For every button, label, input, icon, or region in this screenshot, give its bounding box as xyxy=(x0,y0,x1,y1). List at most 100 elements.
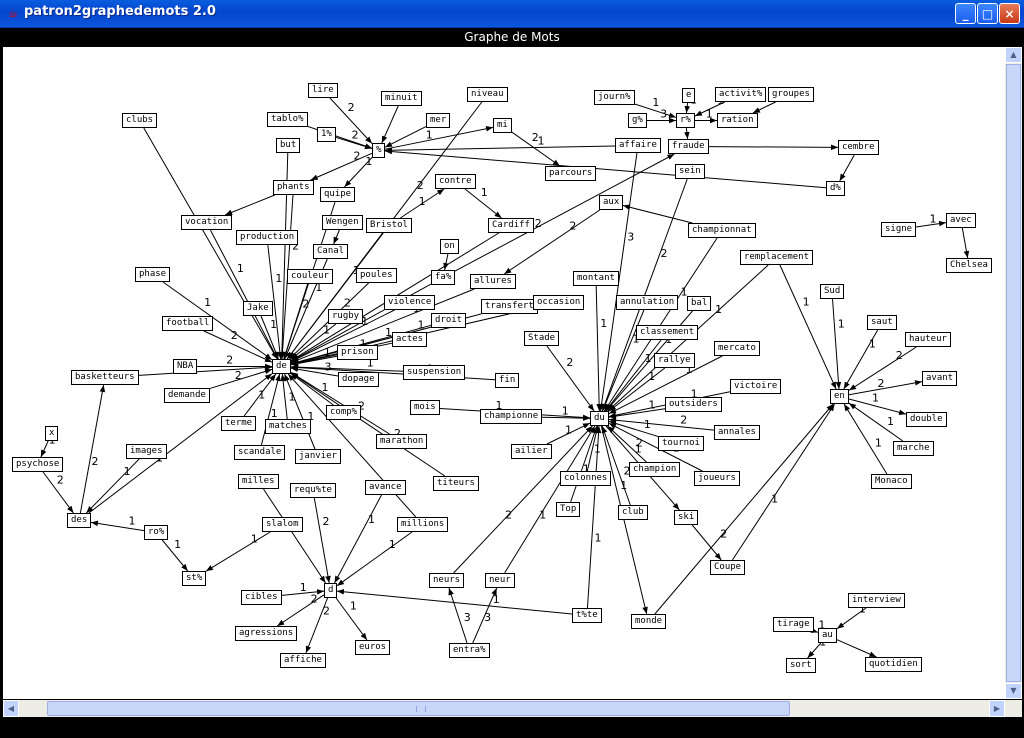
graph-node-pct[interactable]: % xyxy=(372,143,386,158)
graph-node-mer[interactable]: mer xyxy=(426,113,451,128)
graph-node-cardiff[interactable]: Cardiff xyxy=(488,218,534,233)
graph-node-journ[interactable]: journ% xyxy=(594,90,635,105)
graph-node-roi[interactable]: ro% xyxy=(144,525,169,540)
graph-node-transfert[interactable]: transfert xyxy=(481,299,538,314)
graph-node-quotidien[interactable]: quotidien xyxy=(865,657,922,672)
graph-node-basketteurs[interactable]: basketteurs xyxy=(71,370,139,385)
graph-node-scandale[interactable]: scandale xyxy=(234,445,286,460)
graph-node-neurs[interactable]: neurs xyxy=(429,573,465,588)
graph-node-clubs[interactable]: clubs xyxy=(122,113,158,128)
graph-node-titeurs[interactable]: titeurs xyxy=(433,476,479,491)
graph-node-violence[interactable]: violence xyxy=(384,295,436,310)
graph-node-poules[interactable]: poules xyxy=(356,268,397,283)
graph-node-compe[interactable]: comp% xyxy=(326,405,362,420)
graph-node-droit[interactable]: droit xyxy=(431,313,467,328)
graph-node-rugby[interactable]: rugby xyxy=(328,309,364,324)
graph-node-champion[interactable]: champion xyxy=(629,462,681,477)
graph-node-jake[interactable]: Jake xyxy=(243,301,273,316)
graph-node-en[interactable]: en xyxy=(830,389,849,404)
graph-node-tirage[interactable]: tirage xyxy=(773,617,814,632)
graph-node-victoire[interactable]: victoire xyxy=(730,379,782,394)
graph-node-joueurs[interactable]: joueurs xyxy=(694,471,740,486)
graph-node-dpct[interactable]: d% xyxy=(826,181,845,196)
graph-node-niveau[interactable]: niveau xyxy=(467,87,508,102)
graph-node-interview[interactable]: interview xyxy=(848,593,905,608)
graph-node-e[interactable]: e xyxy=(682,88,696,103)
scroll-left-button[interactable]: ◀ xyxy=(3,700,19,717)
graph-node-championnat[interactable]: championnat xyxy=(688,223,756,238)
graph-node-des[interactable]: des xyxy=(67,513,92,528)
graph-node-colonnes[interactable]: colonnes xyxy=(560,471,612,486)
graph-node-tete[interactable]: t%te xyxy=(572,608,602,623)
graph-node-phase[interactable]: phase xyxy=(135,267,171,282)
graph-node-actes[interactable]: actes xyxy=(392,332,428,347)
graph-node-bal[interactable]: bal xyxy=(687,296,712,311)
graph-node-top[interactable]: Top xyxy=(556,502,581,517)
graph-node-allures[interactable]: allures xyxy=(470,274,516,289)
minimize-button[interactable]: _ xyxy=(955,3,976,24)
graph-node-au[interactable]: au xyxy=(818,628,837,643)
graph-node-avec[interactable]: avec xyxy=(946,213,976,228)
graph-node-avance[interactable]: avance xyxy=(365,480,406,495)
graph-node-du[interactable]: du xyxy=(590,411,609,426)
graph-node-marathon[interactable]: marathon xyxy=(376,434,428,449)
graph-node-ailier[interactable]: ailier xyxy=(511,444,552,459)
graph-node-1pct[interactable]: 1% xyxy=(317,127,336,142)
graph-node-activit[interactable]: activit% xyxy=(715,87,767,102)
graph-node-vocation[interactable]: vocation xyxy=(181,215,233,230)
graph-node-requete[interactable]: requ%te xyxy=(290,483,336,498)
graph-node-contre[interactable]: contre xyxy=(435,174,476,189)
graph-node-annales[interactable]: annales xyxy=(714,425,760,440)
close-button[interactable]: × xyxy=(999,3,1020,24)
graph-node-monaco[interactable]: Monaco xyxy=(871,474,912,489)
graph-node-tablo[interactable]: tablo% xyxy=(267,112,308,127)
graph-node-mi[interactable]: mi xyxy=(493,118,512,133)
graph-node-x[interactable]: x xyxy=(45,426,59,441)
graph-node-fraude[interactable]: fraude xyxy=(668,139,709,154)
graph-node-phants[interactable]: phants xyxy=(273,180,314,195)
graph-node-club[interactable]: club xyxy=(618,505,648,520)
graph-node-demande[interactable]: demande xyxy=(164,388,210,403)
graph-node-aux[interactable]: aux xyxy=(599,195,624,210)
graph-node-psychose[interactable]: psychose xyxy=(12,457,64,472)
graph-node-championne[interactable]: championne xyxy=(480,409,543,424)
graph-node-bristol[interactable]: Bristol xyxy=(366,218,412,233)
graph-node-tournoi[interactable]: tournoi xyxy=(658,436,704,451)
graph-node-production[interactable]: production xyxy=(236,230,299,245)
graph-node-dopage[interactable]: dopage xyxy=(338,372,379,387)
graph-node-coupe[interactable]: Coupe xyxy=(710,560,746,575)
graph-node-canal[interactable]: Canal xyxy=(313,244,349,259)
graph-node-double[interactable]: double xyxy=(906,412,947,427)
graph-node-stade[interactable]: Stade xyxy=(524,331,560,346)
graph-node-neur[interactable]: neur xyxy=(485,573,515,588)
graph-node-lire[interactable]: lire xyxy=(308,83,338,98)
scroll-down-button[interactable]: ▼ xyxy=(1005,683,1022,699)
graph-node-mois[interactable]: mois xyxy=(410,400,440,415)
graph-node-annulation[interactable]: annulation xyxy=(616,295,679,310)
graph-node-nba[interactable]: NBA xyxy=(173,359,198,374)
graph-node-agressions[interactable]: agressions xyxy=(235,626,298,641)
graph-node-wengen[interactable]: Wengen xyxy=(322,215,363,230)
graph-node-chelsea[interactable]: Chelsea xyxy=(946,258,992,273)
vertical-scrollbar[interactable]: ▲ ▼ xyxy=(1005,47,1022,699)
graph-node-de[interactable]: de xyxy=(272,359,291,374)
graph-node-avant[interactable]: avant xyxy=(922,371,958,386)
horizontal-scrollbar[interactable]: ◀ ▶ xyxy=(3,700,1005,717)
graph-node-signe[interactable]: signe xyxy=(881,222,917,237)
graph-node-minuit[interactable]: minuit xyxy=(381,91,422,106)
graph-node-entra[interactable]: entra% xyxy=(449,643,490,658)
graph-node-parcours[interactable]: parcours xyxy=(545,166,597,181)
graph-node-quipe[interactable]: quipe xyxy=(320,187,356,202)
scroll-right-button[interactable]: ▶ xyxy=(989,700,1005,717)
graph-node-st[interactable]: st% xyxy=(182,571,207,586)
graph-node-rallye[interactable]: rallye xyxy=(654,353,695,368)
graph-node-ration[interactable]: ration xyxy=(717,113,758,128)
graph-node-affaire[interactable]: affaire xyxy=(615,138,661,153)
graph-node-marche[interactable]: marche xyxy=(893,441,934,456)
graph-node-euros[interactable]: euros xyxy=(355,640,391,655)
graph-node-prison[interactable]: prison xyxy=(337,345,378,360)
horizontal-scroll-thumb[interactable] xyxy=(47,701,790,716)
graph-node-montant[interactable]: montant xyxy=(573,271,619,286)
graph-node-millions[interactable]: millions xyxy=(397,517,449,532)
graph-node-saut[interactable]: saut xyxy=(867,315,897,330)
